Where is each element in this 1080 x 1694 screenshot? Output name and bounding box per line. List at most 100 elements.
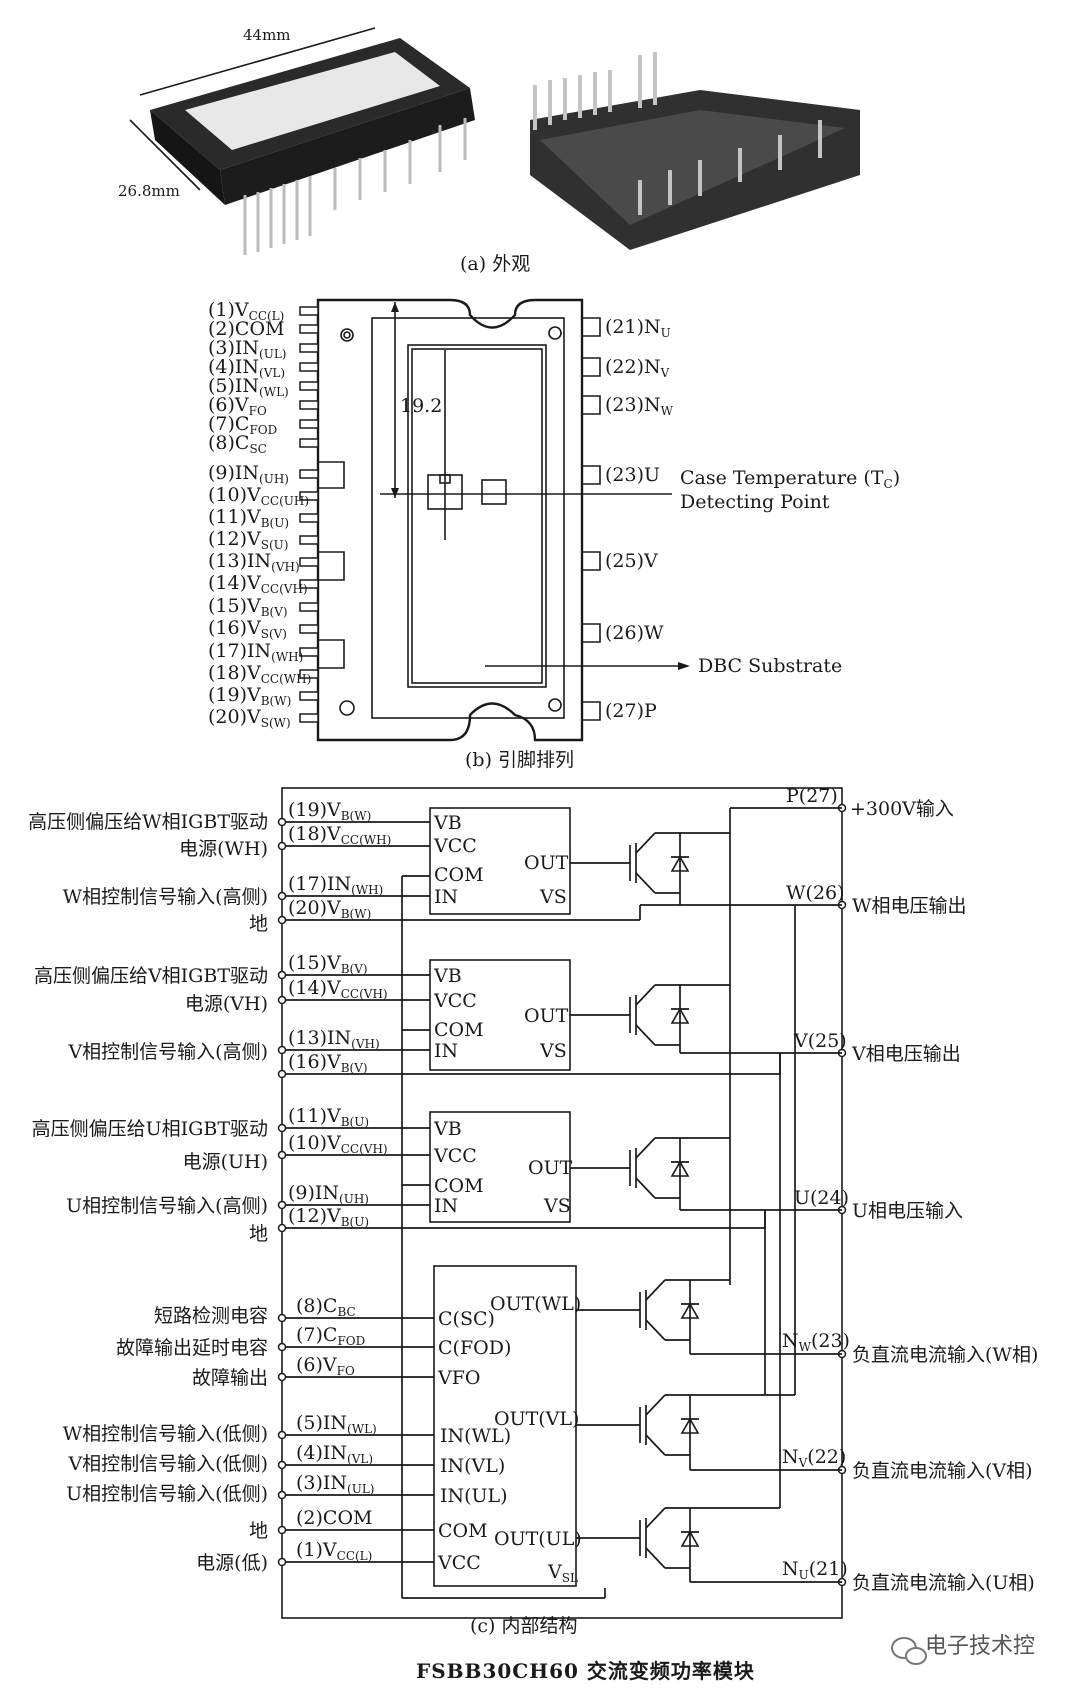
pin-label-23: (23)NW	[605, 394, 674, 418]
hvw-vb: VB	[433, 812, 462, 834]
pin-label-26: (26)W	[605, 622, 664, 644]
ipin-7: (7)CFOD	[296, 1324, 365, 1348]
lbl-u-bias-2: 电源(UH)	[183, 1151, 268, 1173]
ipin-10: (10)VCC(VH)	[288, 1132, 388, 1156]
ipin-20: (20)VB(W)	[288, 897, 371, 921]
lbl-u-gnd: 地	[249, 1223, 268, 1245]
module-top-view: 44mm 26.8mm	[118, 26, 475, 255]
hv-chip-w-labels: VB VCC COM IN OUT VS	[433, 812, 569, 908]
lv-vfo: VFO	[437, 1367, 480, 1389]
pin-dots	[277, 803, 847, 1587]
hvv-vcc: VCC	[433, 990, 477, 1012]
rpin-23: NW(23)	[782, 1330, 850, 1354]
lbl-u-bias-1: 高压侧偏压给U相IGBT驱动	[32, 1118, 268, 1140]
pin-label-2: (2)COM	[208, 318, 284, 340]
hvu-com: COM	[434, 1175, 484, 1197]
hvu-in: IN	[434, 1195, 458, 1217]
lbl-v-out: V相电压输出	[851, 1043, 961, 1065]
lbl-nw: 负直流电流输入(W相)	[852, 1344, 1038, 1366]
pin-label-10: (10)VCC(UH)	[208, 484, 309, 508]
hvv-vs: VS	[539, 1040, 567, 1062]
hvw-vcc: VCC	[433, 835, 477, 857]
hvu-vb: VB	[433, 1118, 462, 1140]
lbl-w-bias-1: 高压侧偏压给W相IGBT驱动	[28, 811, 268, 833]
hv-driver-u	[429, 1111, 571, 1223]
package-outline	[316, 298, 584, 742]
pin-label-11: (11)VB(U)	[208, 506, 289, 530]
detecting-point-label: Detecting Point	[680, 491, 830, 513]
igbt-u-high	[570, 1137, 690, 1199]
pin-label-7: (7)CFOD	[208, 413, 277, 437]
lbl-nu: 负直流电流输入(U相)	[852, 1572, 1035, 1594]
lv-cfod: C(FOD)	[438, 1337, 511, 1359]
caption-b: (b) 引脚排列	[465, 749, 574, 771]
lv-outul: OUT(UL)	[494, 1528, 582, 1550]
ipin-8: (8)CBC	[296, 1295, 356, 1319]
pin-label-6: (6)VFO	[208, 394, 267, 418]
lv-outvl: OUT(VL)	[494, 1408, 579, 1430]
pin-label-24: (23)U	[605, 464, 660, 486]
lbl-u-in: U相电压输入	[852, 1200, 963, 1222]
lbl-sc-cap: 短路检测电容	[154, 1305, 268, 1327]
ipin-1: (1)VCC(L)	[296, 1539, 372, 1563]
rpin-25: V(25)	[793, 1030, 847, 1052]
lv-driver	[433, 1265, 577, 1587]
lbl-v-ctrl: V相控制信号输入(高侧)	[67, 1041, 268, 1063]
hv-driver-w	[429, 807, 571, 915]
hvv-in: IN	[434, 1040, 458, 1062]
rpin-27: P(27)	[786, 785, 838, 807]
ipin-5: (5)IN(WL)	[296, 1412, 377, 1436]
igbt-w-low	[576, 1279, 700, 1341]
left-pin-tabs	[299, 306, 345, 723]
lbl-hv-in: +300V输入	[850, 798, 954, 820]
case-temp-label: Case Temperature (TC)	[680, 467, 900, 491]
hvv-vb: VB	[433, 965, 462, 987]
dim-height: 26.8mm	[118, 182, 180, 200]
lbl-w-bias-2: 电源(WH)	[179, 838, 268, 860]
hvv-out: OUT	[524, 1005, 569, 1027]
igbt-array	[570, 832, 700, 1569]
hvv-com: COM	[434, 1019, 484, 1041]
module-bottom-view	[530, 52, 860, 250]
lv-vcc: VCC	[437, 1552, 481, 1574]
internal-right-pins: P(27) W(26) V(25) U(24) NW(23) NV(22) NU…	[782, 785, 850, 1582]
hvw-in: IN	[434, 886, 458, 908]
right-pin-labels: (21)NU (22)NV (23)NW (23)U (25)V (26)W (…	[605, 316, 674, 722]
hvw-out: OUT	[524, 852, 569, 874]
pin-label-18: (18)VCC(WH)	[208, 662, 311, 686]
ipin-9: (9)IN(UH)	[288, 1182, 369, 1206]
lv-com: COM	[438, 1520, 488, 1542]
ipin-18: (18)VCC(WH)	[288, 823, 391, 847]
ipin-17: (17)IN(WH)	[288, 873, 383, 897]
lbl-v-bias-1: 高压侧偏压给V相IGBT驱动	[34, 965, 268, 987]
module-photo: 44mm 26.8mm (a) 外观	[118, 26, 860, 275]
pin-label-25: (25)V	[605, 550, 658, 572]
rpin-26: W(26)	[786, 882, 845, 904]
lbl-v-low: V相控制信号输入(低侧)	[67, 1453, 268, 1475]
igbt-v-high	[570, 984, 690, 1046]
pin-label-13: (13)IN(VH)	[208, 550, 300, 574]
pin-label-19: (19)VB(W)	[208, 684, 291, 708]
pin-label-3: (3)IN(UL)	[208, 337, 287, 361]
hvu-out: OUT	[528, 1157, 573, 1179]
lv-invl: IN(VL)	[440, 1455, 505, 1477]
caption-a: (a) 外观	[460, 253, 530, 275]
ipin-4: (4)IN(VL)	[296, 1442, 373, 1466]
wechat-icon	[891, 1637, 927, 1665]
hv-chip-v-labels: VB VCC COM IN OUT VS	[433, 965, 569, 1062]
lbl-u-low: U相控制信号输入(低侧)	[66, 1483, 268, 1505]
lbl-low-gnd: 地	[249, 1520, 268, 1542]
pin-label-5: (5)IN(WL)	[208, 375, 289, 399]
lbl-v-bias-2: 电源(VH)	[185, 993, 268, 1015]
pinout-diagram: 19.2	[208, 298, 900, 771]
hvw-vs: VS	[539, 886, 567, 908]
pin-label-17: (17)IN(WH)	[208, 640, 303, 664]
ipin-13: (13)IN(VH)	[288, 1027, 380, 1051]
lv-vsl: VSL	[547, 1561, 578, 1585]
hvu-vs: VS	[543, 1195, 571, 1217]
internal-left-labels: 高压侧偏压给W相IGBT驱动 电源(WH) W相控制信号输入(高侧) 地 高压侧…	[28, 811, 268, 1574]
internal-structure: VB VCC COM IN OUT VS VB VCC COM IN OUT V…	[28, 785, 1038, 1637]
ipin-12: (12)VB(U)	[288, 1205, 369, 1229]
lbl-u-ctrl: U相控制信号输入(高侧)	[66, 1195, 268, 1217]
ipin-3: (3)IN(UL)	[296, 1472, 375, 1496]
